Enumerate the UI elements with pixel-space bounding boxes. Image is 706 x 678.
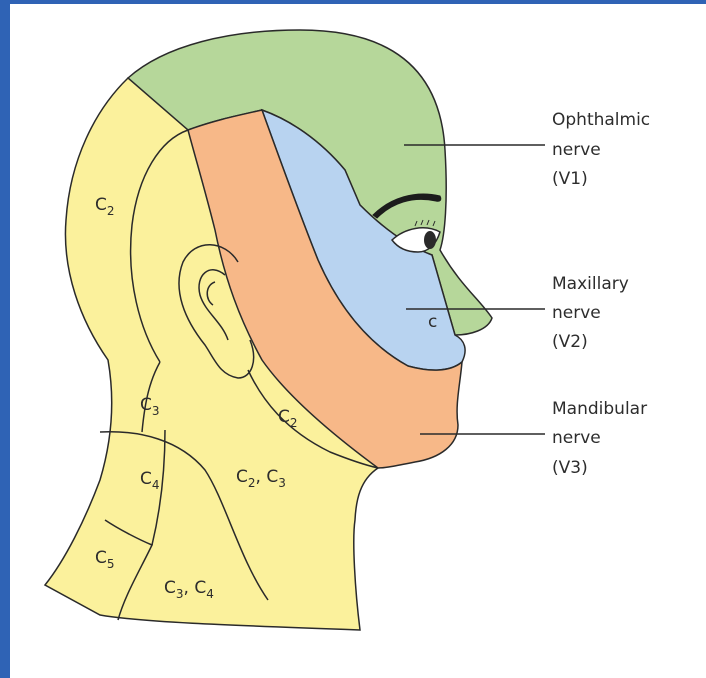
mandibular-label: Mandibular nerve (V3)	[552, 399, 652, 478]
face-c-label: c	[428, 312, 437, 332]
eye-pupil	[424, 231, 436, 249]
ophthalmic-label: Ophthalmic nerve (V1)	[552, 110, 656, 189]
maxillary-label: Maxillary nerve (V2)	[552, 274, 634, 352]
